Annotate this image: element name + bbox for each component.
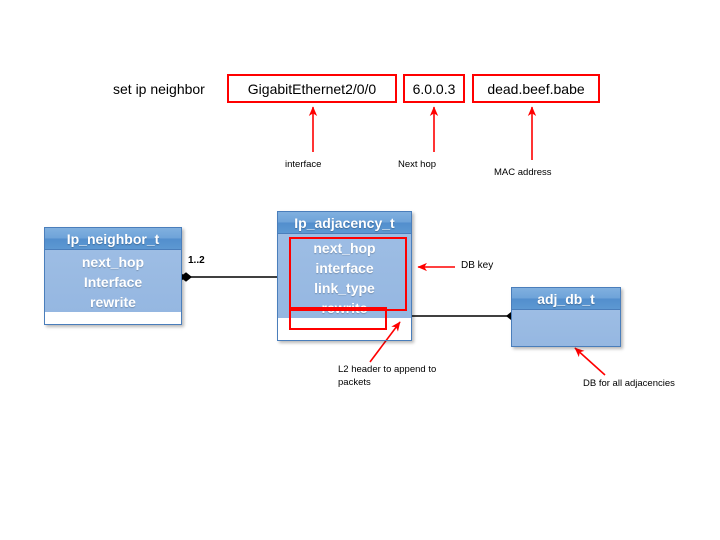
command-token-interface[interactable]: GigabitEthernet2/0/0 xyxy=(227,74,397,103)
class-box-adj-db-t[interactable]: adj_db_t xyxy=(511,287,621,347)
class-title-ip-adjacency-t: Ip_adjacency_t xyxy=(278,212,411,234)
command-token-mac-address[interactable]: dead.beef.babe xyxy=(472,74,600,103)
db-all-adjacencies-leader xyxy=(574,347,606,376)
class-field: rewrite xyxy=(90,294,136,310)
connector-adjacency-db xyxy=(412,311,518,321)
command-prefix-label: set ip neighbor xyxy=(113,81,205,97)
annotation-next-hop: Next hop xyxy=(398,159,437,170)
class-field: Interface xyxy=(83,274,143,290)
connector-neighbor-adjacency xyxy=(174,272,277,282)
class-field: interface xyxy=(315,260,374,276)
class-box-ip-neighbor-t[interactable]: Ip_neighbor_t next_hop Interface rewrite xyxy=(44,227,182,325)
callout-l2-header: L2 header to append to packets xyxy=(338,364,437,388)
class-field: link_type xyxy=(314,280,375,296)
l2-header-leader xyxy=(369,321,401,363)
callout-db-all-adjacencies: DB for all adjacencies xyxy=(583,378,675,389)
class-box-ip-adjacency-t[interactable]: Ip_adjacency_t next_hop interface link_t… xyxy=(277,211,412,341)
class-fields-ip-neighbor-t: next_hop Interface rewrite xyxy=(45,250,181,312)
command-token-next-hop[interactable]: 6.0.0.3 xyxy=(403,74,465,103)
relation-multiplicity-1-2: 1..2 xyxy=(188,255,205,266)
highlight-rewrite-field xyxy=(289,307,387,330)
class-fields-adj-db-t xyxy=(512,310,620,346)
class-title-adj-db-t: adj_db_t xyxy=(512,288,620,310)
annotation-mac-address: MAC address xyxy=(494,167,552,178)
annotation-interface: interface xyxy=(285,159,322,170)
class-title-ip-neighbor-t: Ip_neighbor_t xyxy=(45,228,181,250)
class-field: next_hop xyxy=(81,254,145,270)
callout-db-key: DB key xyxy=(461,260,494,271)
highlight-db-key-fields xyxy=(289,237,407,311)
command-callout-arrows xyxy=(308,106,537,160)
class-field: next_hop xyxy=(313,240,376,256)
